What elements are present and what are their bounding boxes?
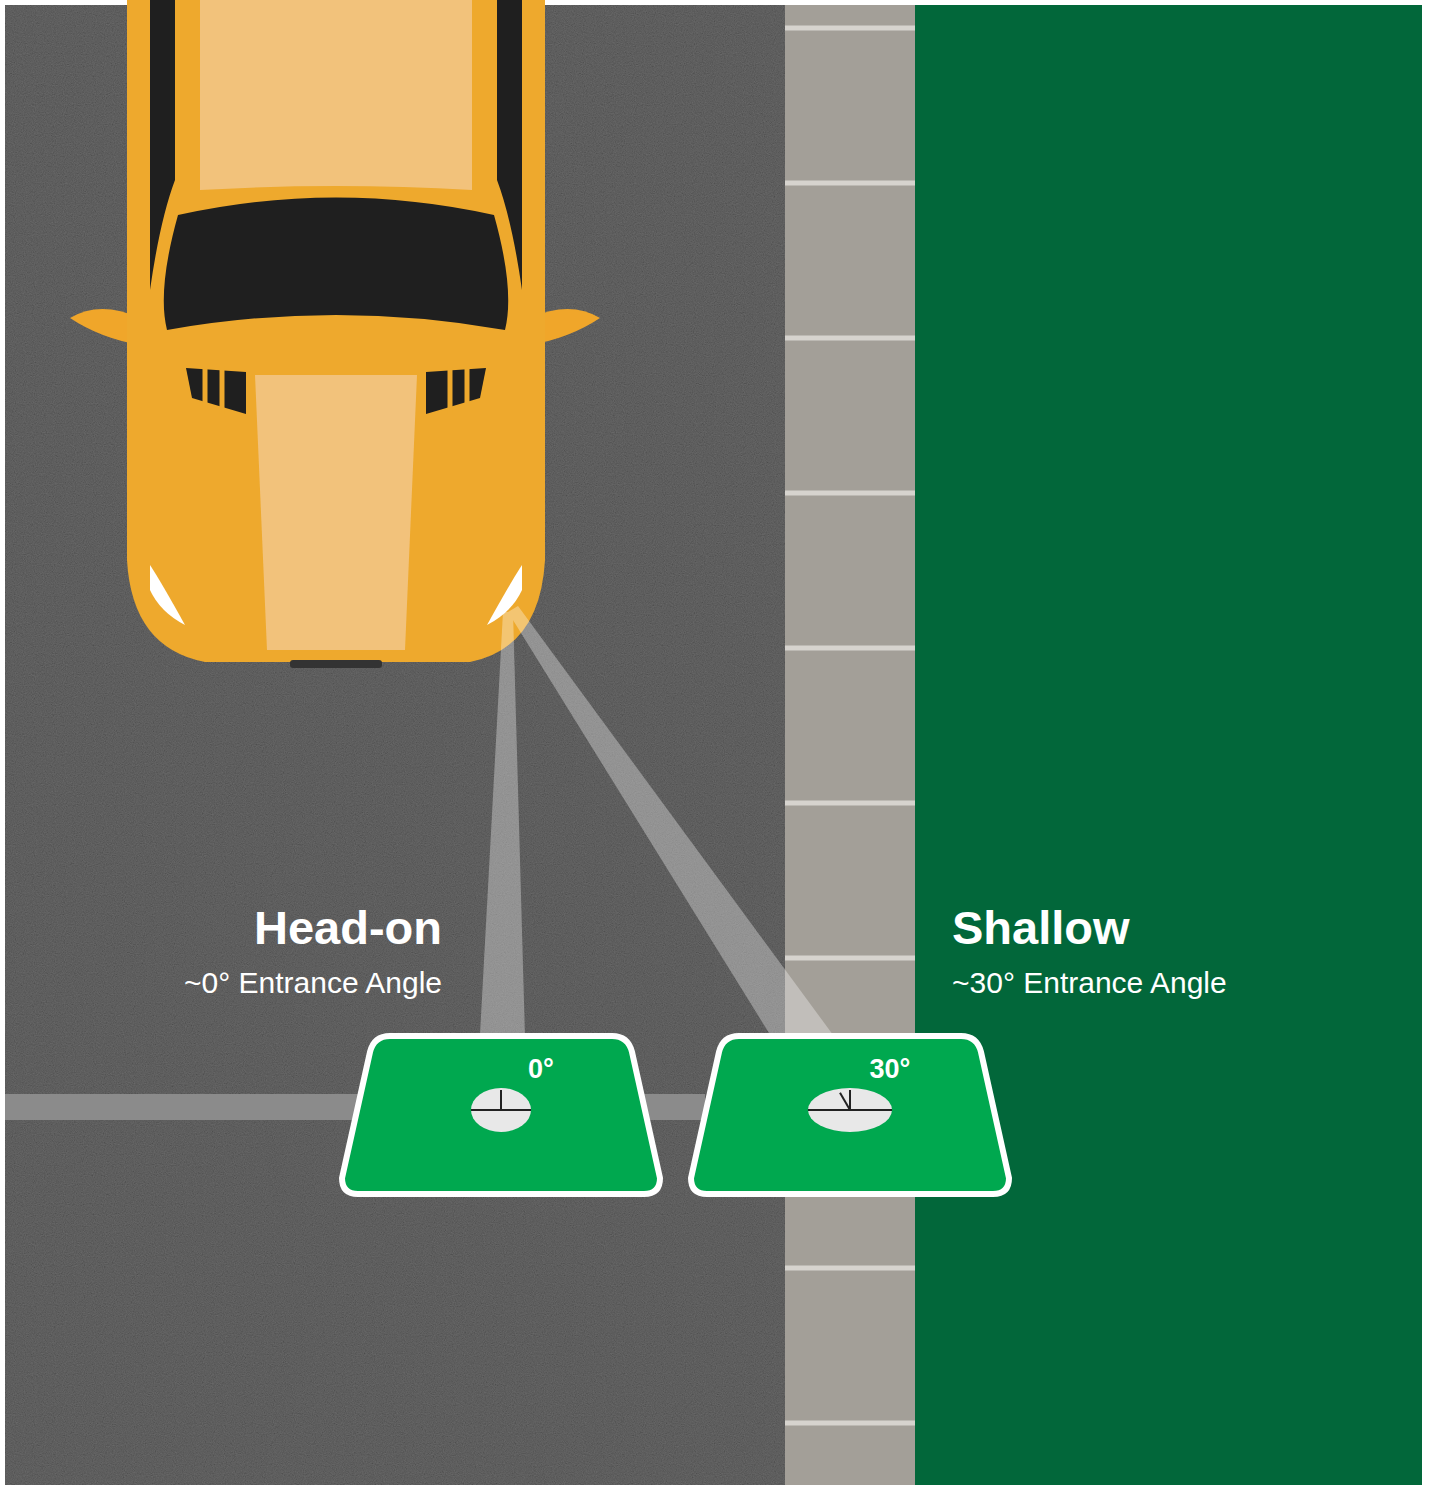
lawn	[915, 5, 1422, 1485]
sidewalk-joint	[785, 801, 915, 806]
illustration-part	[203, 366, 208, 410]
asphalt-road	[5, 5, 785, 1485]
angle-value: 0°	[338, 1054, 744, 1085]
sidewalk-joint	[785, 956, 915, 961]
sidewalk-joint	[785, 491, 915, 496]
angle-heading: Shallow	[952, 900, 1130, 955]
sidewalk-joints	[785, 28, 915, 1423]
angle-caption: ~0° Entrance Angle	[184, 966, 442, 1000]
left-headlight	[150, 565, 185, 625]
angle-normal	[500, 1090, 502, 1110]
sidewalk-joint	[785, 181, 915, 186]
sidewalk-joint	[785, 336, 915, 341]
marker-body	[691, 1036, 1009, 1194]
marker-shape	[687, 1032, 1013, 1198]
illustration-part	[448, 366, 453, 414]
sidewalk-joint	[785, 1421, 915, 1426]
asphalt-texture	[5, 5, 785, 1485]
car-body	[127, 0, 545, 662]
sidewalk	[785, 5, 915, 1485]
angle-caption: ~30° Entrance Angle	[952, 966, 1227, 1000]
sidewalk-joint	[785, 1266, 915, 1271]
road-marker: 0°	[338, 1032, 744, 1198]
illustration-part	[220, 366, 225, 414]
retroreflector	[808, 1088, 892, 1132]
angle-ray	[840, 1093, 850, 1110]
windshield	[164, 198, 508, 331]
angle-value: 30°	[687, 1054, 1093, 1085]
sidewalk-joint	[785, 646, 915, 651]
car	[70, 0, 600, 668]
angle-heading: Head-on	[254, 900, 442, 955]
hood-vents	[186, 368, 486, 414]
retroreflector	[471, 1088, 531, 1132]
road-marker: 30°	[687, 1032, 1093, 1198]
marker-body	[342, 1036, 660, 1194]
hood-stripe	[255, 375, 417, 650]
illustration-part	[186, 368, 246, 414]
grille	[290, 660, 382, 668]
marker-shape	[338, 1032, 664, 1198]
roof	[200, 0, 472, 190]
illustration-part	[426, 368, 486, 414]
illustration-part	[465, 366, 470, 410]
vent-slats	[205, 366, 467, 414]
sidewalk-joint	[785, 26, 915, 31]
